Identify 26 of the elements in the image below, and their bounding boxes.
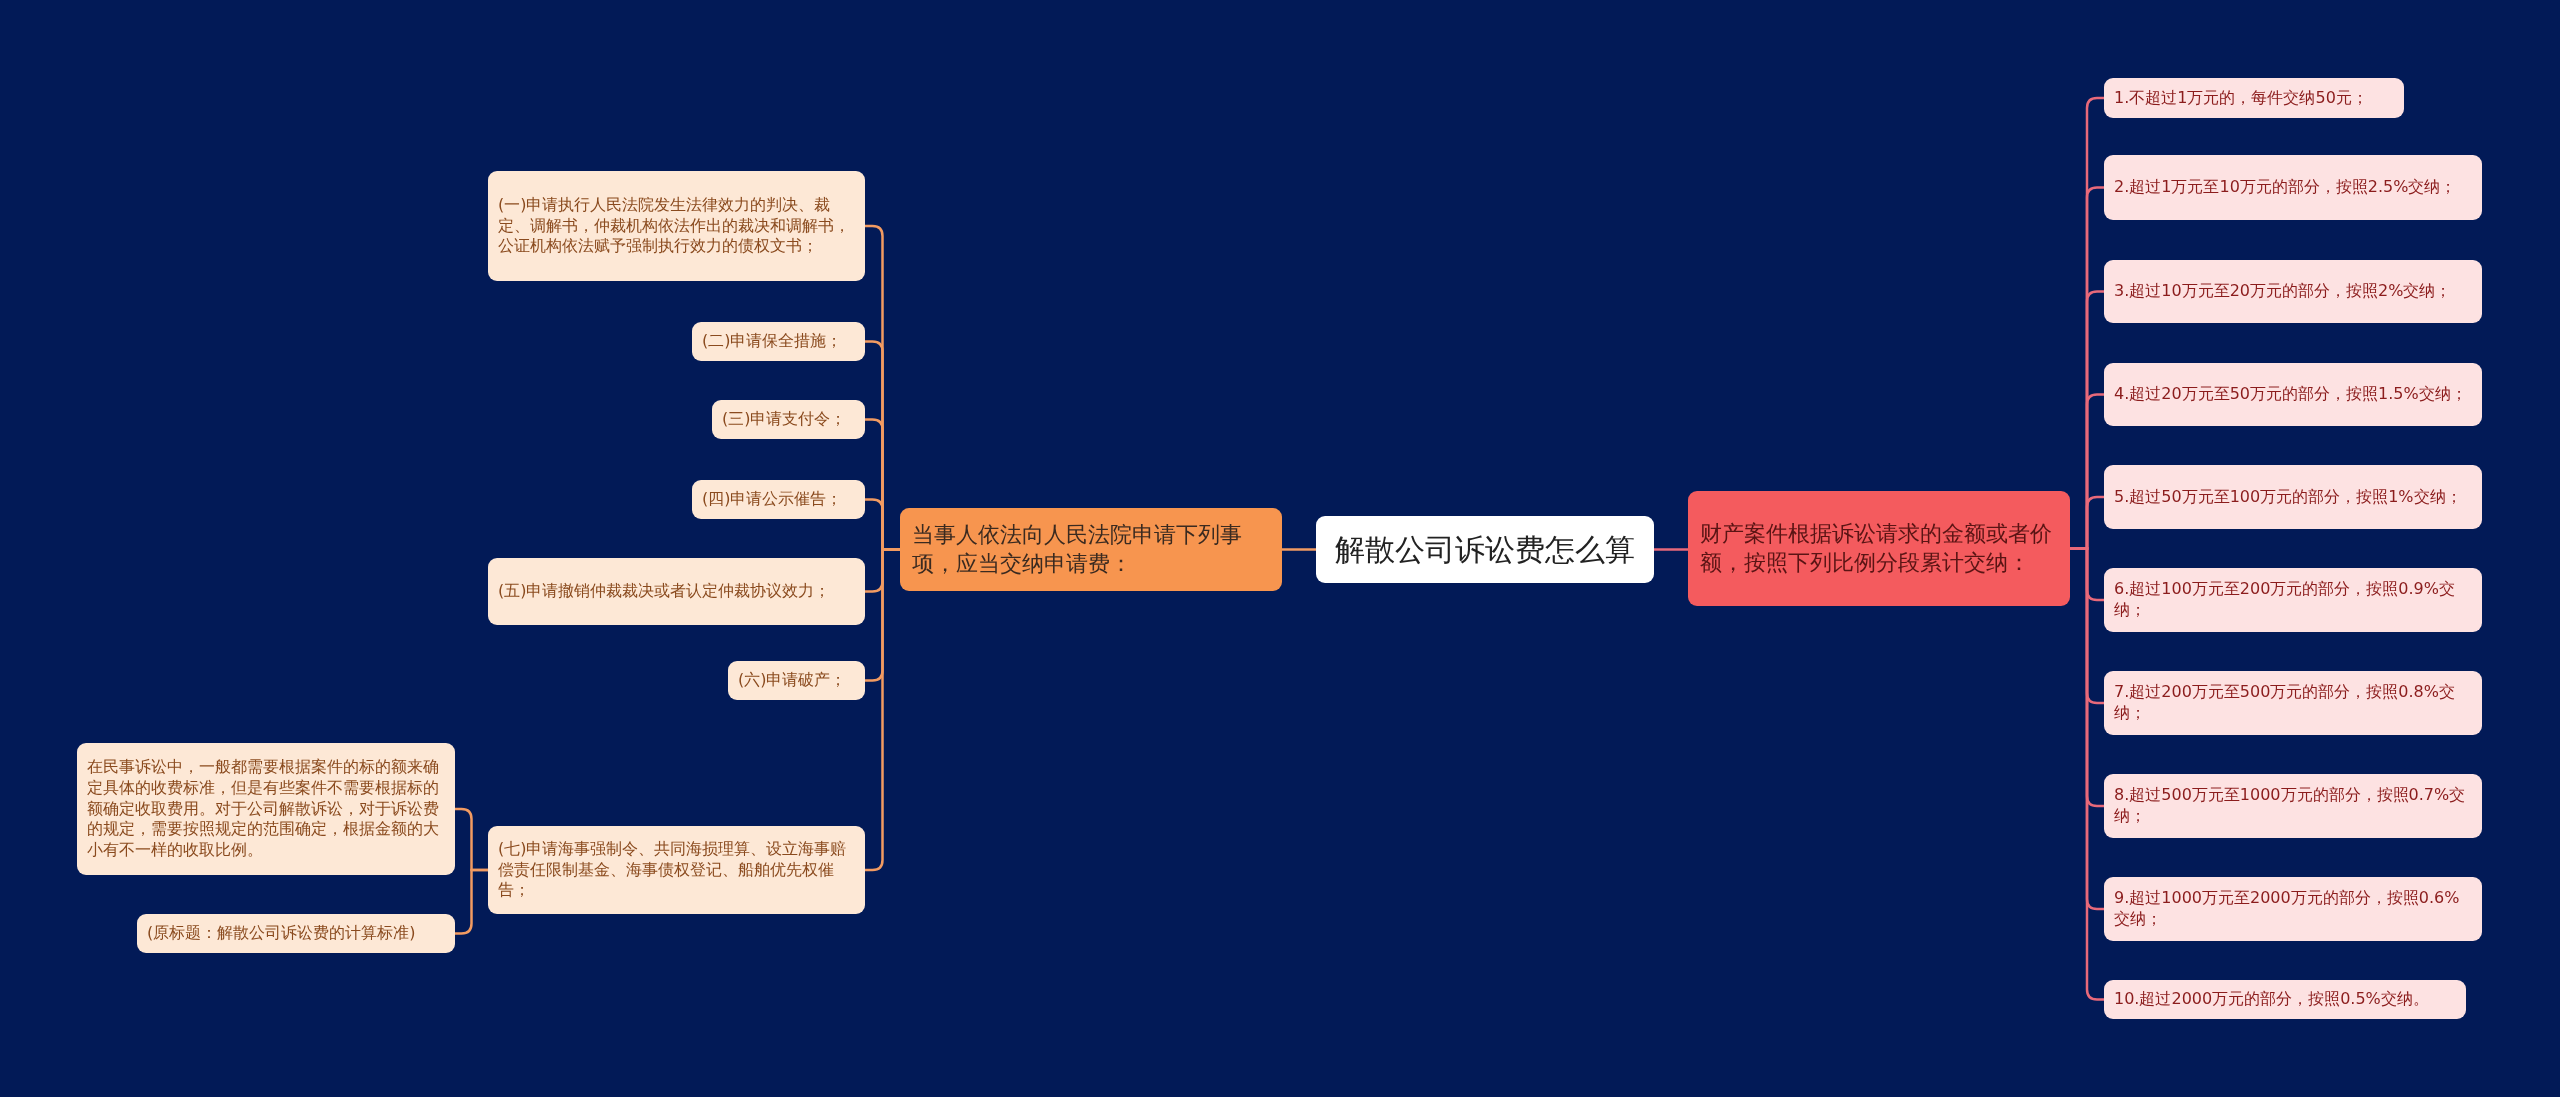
- subtopic-box: (七)申请海事强制令、共同海损理算、设立海事赔偿责任限制基金、海事债权登记、船舶优先权催告；: [488, 826, 865, 914]
- subtopic-box: 2.超过1万元至10万元的部分，按照2.5%交纳；: [2104, 155, 2482, 220]
- subtopic-box: (一)申请执行人民法院发生法律效力的判决、裁定、调解书，仲裁机构依法作出的裁决和调解书，公证机构依法赋予强制执行效力的债权文书；: [488, 171, 865, 281]
- connector-line: [1282, 548, 1316, 551]
- subtopic-box: 8.超过500万元至1000万元的部分，按照0.7%交纳；: [2104, 774, 2482, 838]
- connector-line: [1654, 548, 1688, 551]
- subtopic-box: 5.超过50万元至100万元的部分，按照1%交纳；: [2104, 465, 2482, 529]
- subtopic-box: 在民事诉讼中，一般都需要根据案件的标的额来确定具体的收费标准，但是有些案件不需要根据标的额确定收取费用。对于公司解散诉讼，对于诉讼费的规定，需要按照规定的范围确定，根据金额的大小有不一样的收取比例。: [77, 743, 455, 875]
- subtopic-box: (三)申请支付令；: [712, 400, 865, 439]
- connector-line: [455, 868, 488, 935]
- subtopic-box: 3.超过10万元至20万元的部分，按照2%交纳；: [2104, 260, 2482, 323]
- subtopic-box: 1.不超过1万元的，每件交纳50元；: [2104, 78, 2404, 118]
- topic-box: 当事人依法向人民法院申请下列事项，应当交纳申请费：: [900, 508, 1282, 591]
- subtopic-box: 10.超过2000万元的部分，按照0.5%交纳。: [2104, 980, 2466, 1019]
- topic-box: 财产案件根据诉讼请求的金额或者价额，按照下列比例分段累计交纳：: [1688, 491, 2070, 606]
- subtopic-box: (五)申请撤销仲裁裁决或者认定仲裁协议效力；: [488, 558, 865, 625]
- subtopic-box: (六)申请破产；: [728, 661, 865, 700]
- subtopic-box: 7.超过200万元至500万元的部分，按照0.8%交纳；: [2104, 671, 2482, 735]
- subtopic-box: 6.超过100万元至200万元的部分，按照0.9%交纳；: [2104, 568, 2482, 632]
- subtopic-box: (二)申请保全措施；: [692, 322, 865, 361]
- subtopic-box: (原标题：解散公司诉讼费的计算标准): [137, 914, 455, 953]
- subtopic-box: 9.超过1000万元至2000万元的部分，按照0.6%交纳；: [2104, 877, 2482, 941]
- subtopic-box: 4.超过20万元至50万元的部分，按照1.5%交纳；: [2104, 363, 2482, 426]
- central-topic-box: 解散公司诉讼费怎么算: [1316, 516, 1654, 583]
- subtopic-box: (四)申请公示催告；: [692, 480, 865, 519]
- connector-line: [2070, 547, 2104, 1001]
